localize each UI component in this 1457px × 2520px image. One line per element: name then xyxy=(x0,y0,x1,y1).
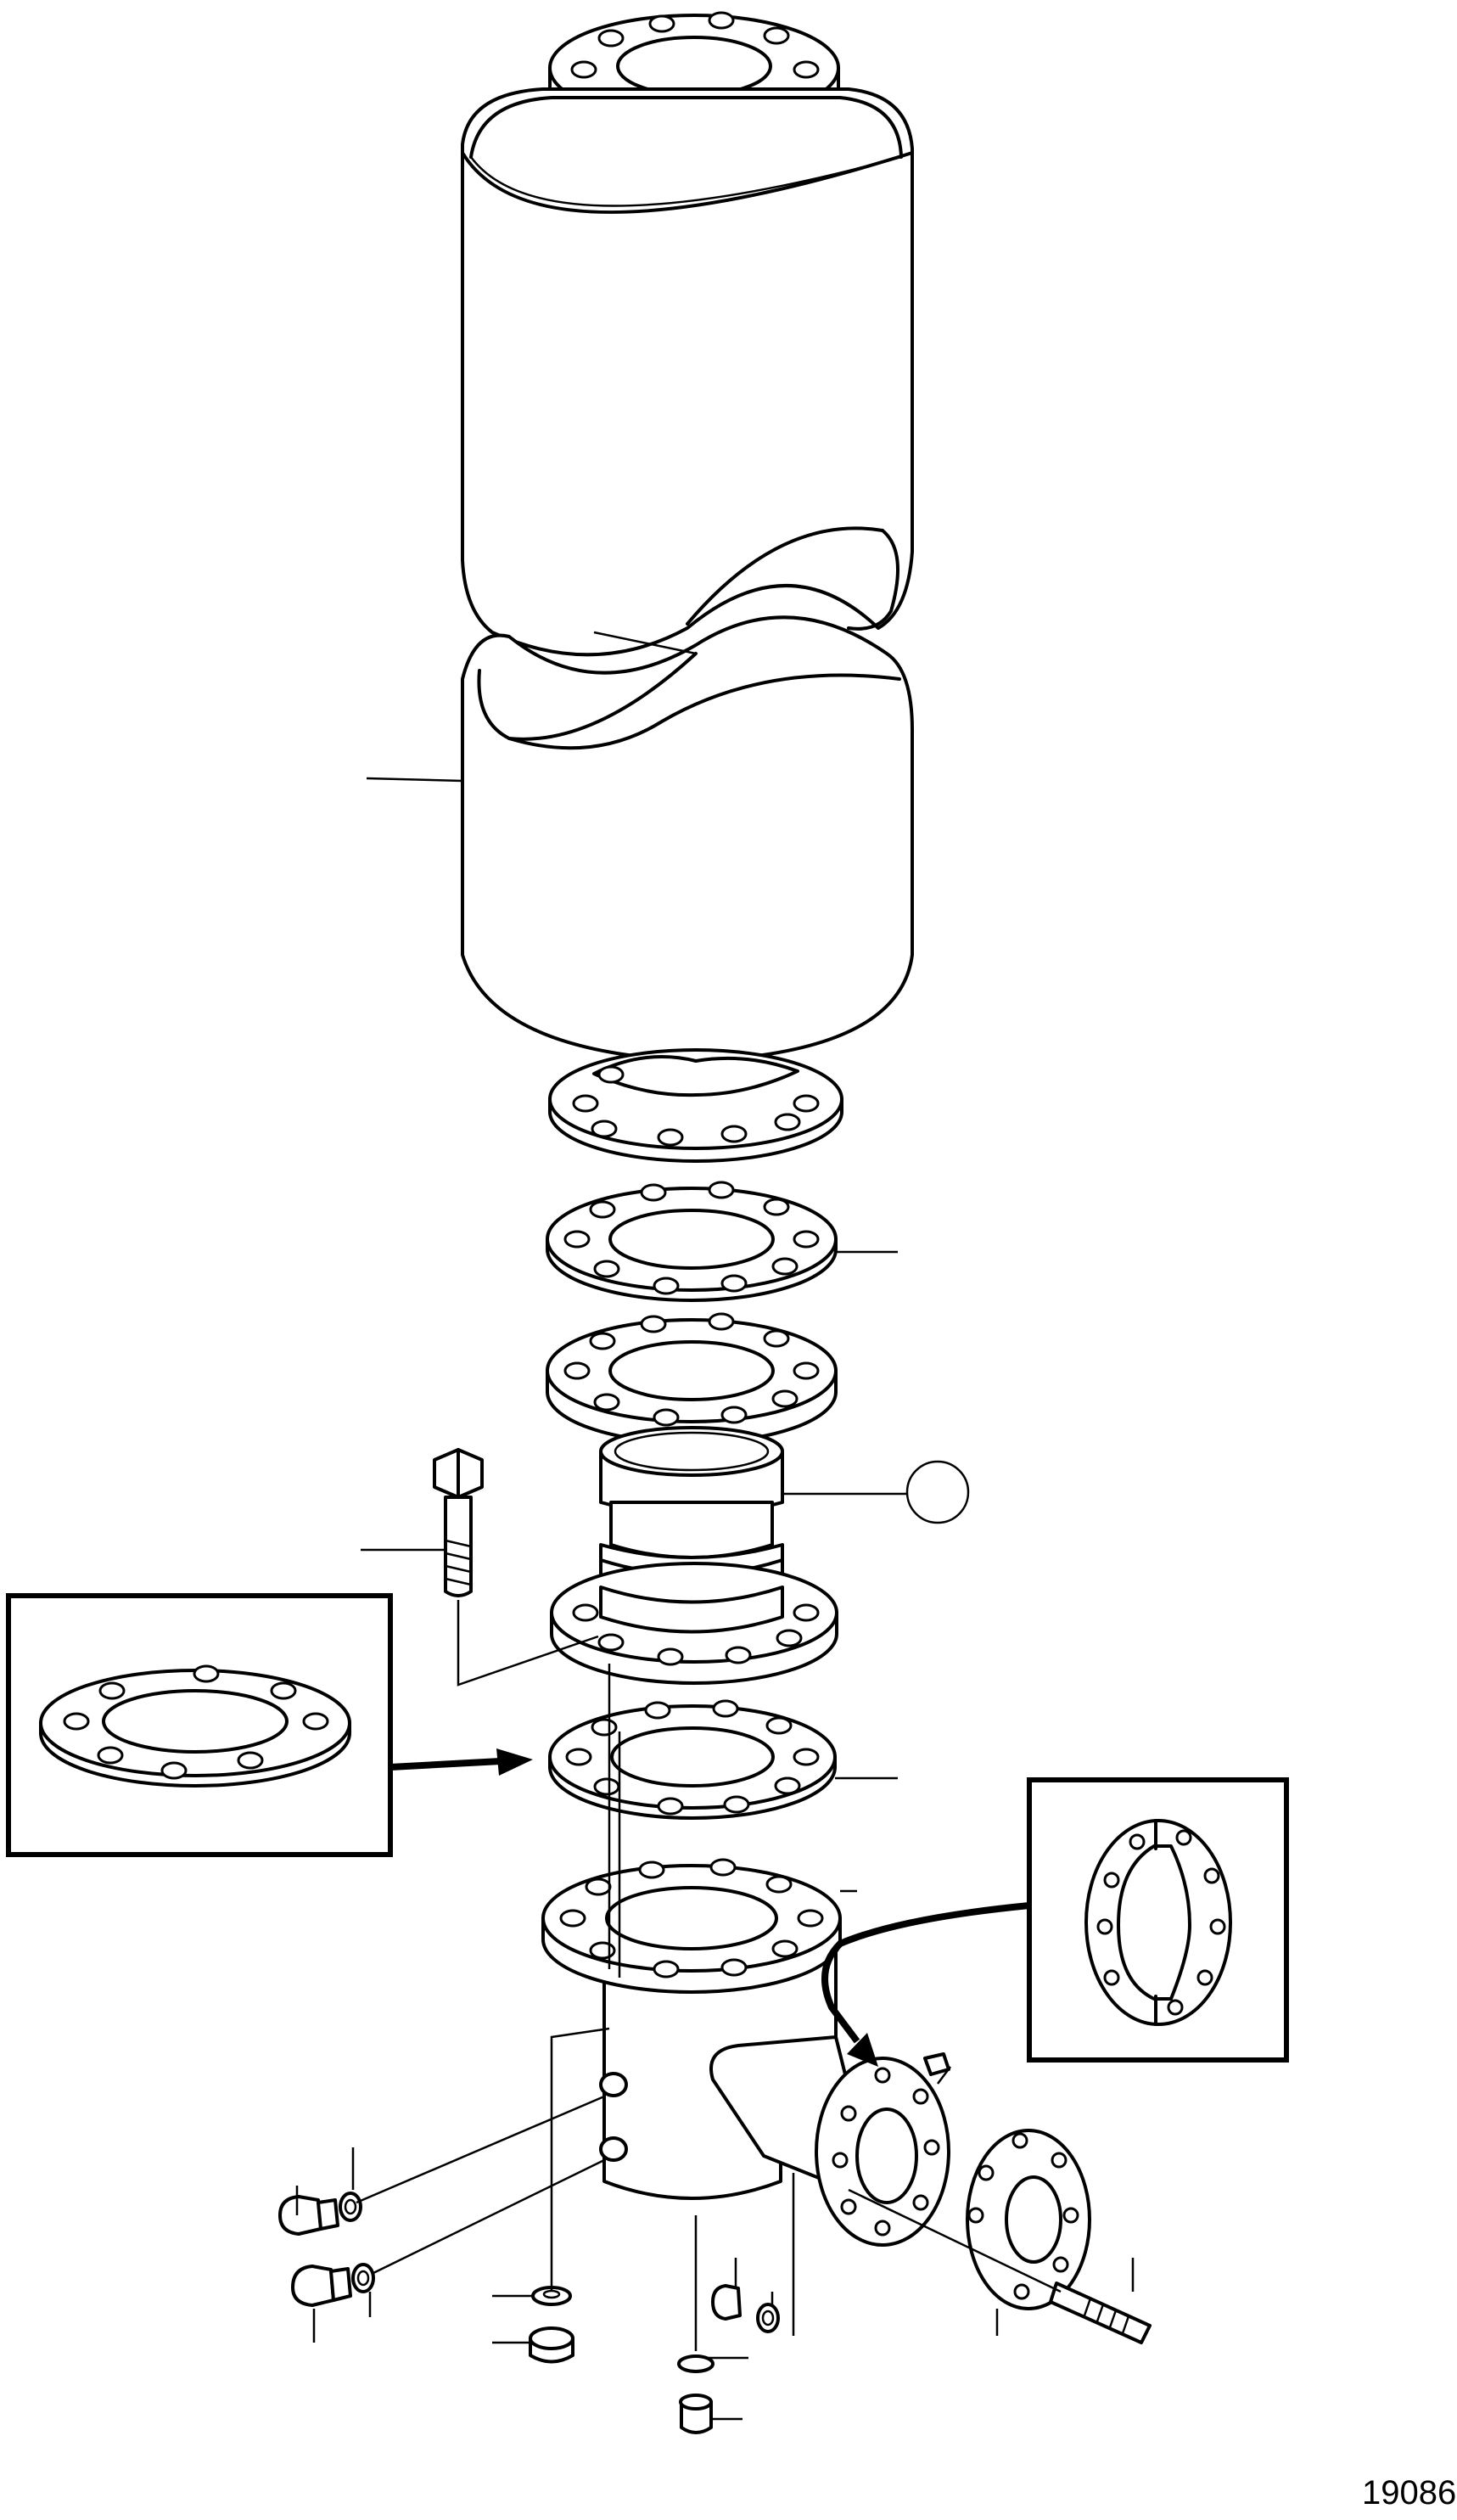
lower-adapter-flange xyxy=(550,1562,838,1685)
side-outlet-flange xyxy=(815,2057,950,2247)
figure-reference-number: 19086 xyxy=(1362,2474,1456,2512)
gasket-upper xyxy=(546,1181,838,1302)
detail-inset-gasket xyxy=(6,1593,393,1857)
inset-arrow-left xyxy=(389,1748,533,1776)
drain-plug-upper xyxy=(278,2192,362,2236)
inset-arrow-right xyxy=(821,1902,1030,2067)
adapter-flange xyxy=(546,1312,838,1445)
riser-tee-body xyxy=(541,1858,850,2200)
silencer-lower-section xyxy=(461,615,914,1063)
drain-plug-lower xyxy=(291,2263,375,2307)
silencer-bottom-flange xyxy=(548,1048,843,1163)
gasket-lower xyxy=(548,1699,837,1820)
stud-bolt xyxy=(1049,2281,1152,2344)
side-gasket xyxy=(966,2129,1091,2310)
washer-and-nut xyxy=(529,2286,574,2364)
detail-inset-split-flange xyxy=(1027,1777,1289,2063)
hex-bolt xyxy=(433,1448,484,1597)
plug-and-washers xyxy=(677,2052,950,2434)
leader-lines xyxy=(295,777,1135,2421)
silencer-upper-section xyxy=(461,87,914,657)
callout-circle xyxy=(905,1460,970,1524)
